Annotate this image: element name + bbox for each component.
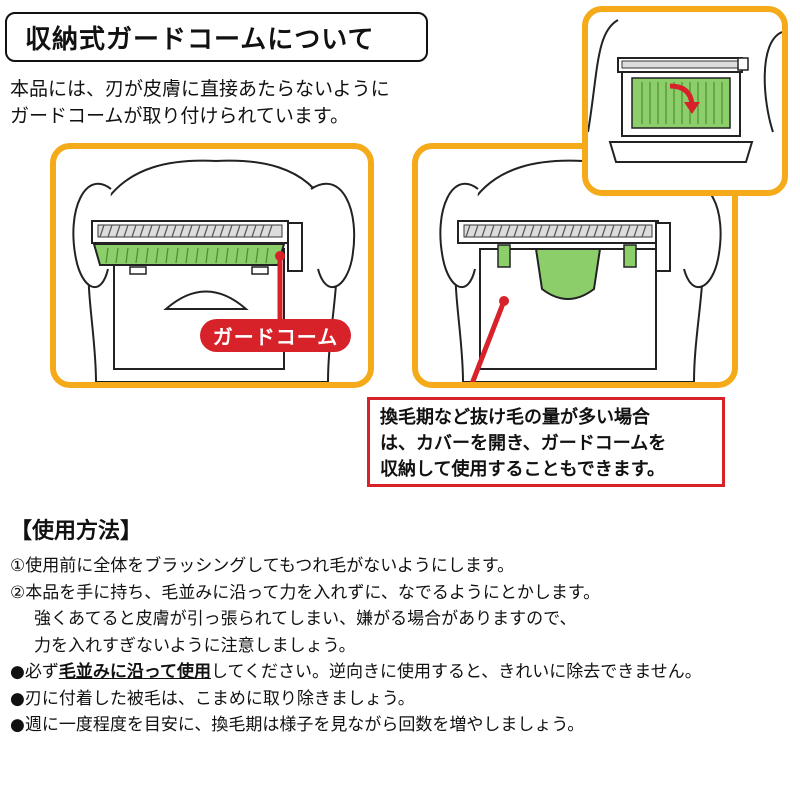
usage-step-2-continued: 力を入れすぎないように注意しましょう。 (34, 635, 356, 656)
cover-open-detail-illustration (588, 19, 782, 163)
illustration-panel-comb-attached (50, 143, 374, 388)
guard-comb-callout-label: ガードコーム (200, 319, 351, 352)
bullet-text: ●必ず (10, 662, 59, 682)
note-line: 収納して使用することもできます。 (380, 459, 665, 480)
note-line: は、カバーを開き、ガードコームを (380, 433, 667, 454)
usage-heading: 【使用方法】 (10, 519, 143, 544)
page-title: 収納式ガードコームについて (25, 24, 375, 55)
callout-text: ガードコーム (212, 325, 339, 349)
usage-bullet-3: ●週に一度程度を目安に、換毛期は様子を見ながら回数を増やしましょう。 (10, 715, 585, 735)
usage-step-2: ②本品を手に持ち、毛並みに沿って力を入れずに、なでるようにとかします。 (10, 582, 601, 603)
illustration-panel-cover-open (582, 6, 788, 196)
usage-bullet-1: ●必ず毛並みに沿って使用してください。逆向きに使用すると、きれいに除去できません… (10, 659, 702, 686)
dog-trimmer-comb-retracted-illustration (439, 159, 722, 382)
usage-instructions: ①使用前に全体をブラッシングしてもつれ毛がないようにします。 ②本品を手に持ち、… (10, 553, 702, 739)
usage-step-1: ①使用前に全体をブラッシングしてもつれ毛がないようにします。 (10, 556, 515, 576)
usage-step-2-continued: 強くあてると皮膚が引っ張られてしまい、嫌がる場合がありますので、 (34, 609, 577, 629)
intro-line: 本品には、刃が皮膚に直接あたらないように (10, 78, 390, 100)
bullet-text: してください。逆向きに使用すると、きれいに除去できません。 (211, 662, 702, 682)
usage-bullet-2: ●刃に付着した被毛は、こまめに取り除きましょう。 (10, 688, 415, 709)
intro-text: 本品には、刃が皮膚に直接あたらないように ガードコームが取り付けられています。 (10, 76, 390, 130)
note-line: 換毛期など抜け毛の量が多い場合 (380, 407, 650, 428)
title-box: 収納式ガードコームについて (5, 12, 428, 62)
bullet-emphasis: 毛並みに沿って使用 (58, 662, 211, 682)
intro-line: ガードコームが取り付けられています。 (10, 105, 349, 127)
dog-trimmer-comb-attached-illustration (72, 159, 356, 382)
shedding-season-note: 換毛期など抜け毛の量が多い場合 は、カバーを開き、ガードコームを 収納して使用す… (367, 397, 725, 487)
